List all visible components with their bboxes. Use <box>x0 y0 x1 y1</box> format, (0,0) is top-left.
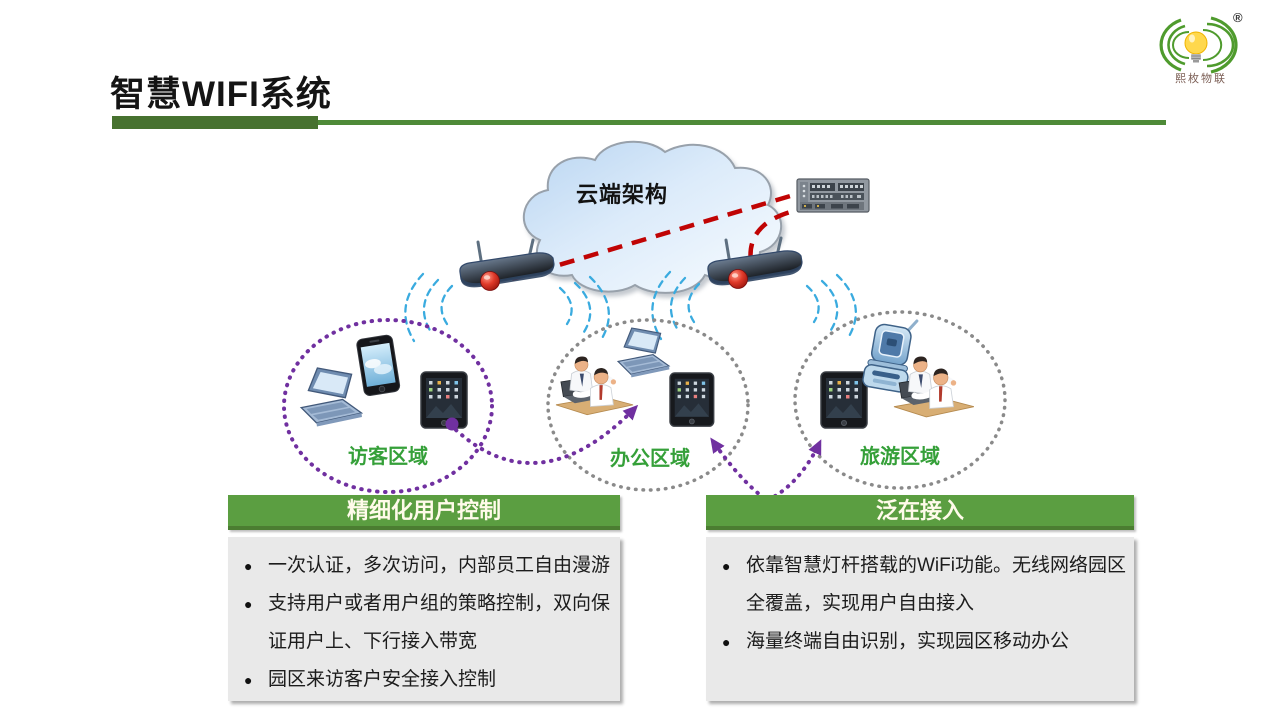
logo-brand-text: 熙枚物联 <box>1175 73 1227 85</box>
zone-label-guest: 访客区域 <box>348 446 428 468</box>
registered-trademark: ® <box>1233 10 1243 25</box>
guest-zone-circle <box>282 318 494 494</box>
bullet-list: 一次认证，多次访问，内部员工自由漫游 支持用户或者用户组的策略控制，双向保证用户… <box>244 547 612 699</box>
panel-header: 泛在接入 <box>706 495 1134 530</box>
panel-header: 精细化用户控制 <box>228 495 620 530</box>
bullet-item: 海量终端自由识别，实现园区移动办公 <box>722 623 1126 661</box>
company-logo <box>1143 6 1253 92</box>
roaming-arrow-to-office-tablet <box>710 437 766 500</box>
bullet-item: 支持用户或者用户组的策略控制，双向保证用户上、下行接入带宽 <box>244 585 612 661</box>
bullet-item: 一次认证，多次访问，内部员工自由漫游 <box>244 547 612 585</box>
smartphone-icon <box>355 333 401 397</box>
panel-user-control: 精细化用户控制 一次认证，多次访问，内部员工自由漫游 支持用户或者用户组的策略控… <box>228 495 620 701</box>
zone-label-travel: 旅游区域 <box>860 446 940 468</box>
lightbulb-arcs-icon <box>1159 16 1238 74</box>
laptop-icon <box>300 367 363 428</box>
bullet-list: 依靠智慧灯杆搭载的WiFi功能。无线网络园区全覆盖，实现用户自由接入 海量终端自… <box>722 547 1126 661</box>
tablet-icon <box>420 371 468 429</box>
panel-ubiquitous-access: 泛在接入 依靠智慧灯杆搭载的WiFi功能。无线网络园区全覆盖，实现用户自由接入 … <box>706 495 1134 701</box>
zone-label-office: 办公区域 <box>610 448 690 470</box>
cloud-label: 云端架构 <box>576 182 669 207</box>
title-underline-bar <box>112 116 318 129</box>
bullet-item: 园区来访客户安全接入控制 <box>244 661 612 699</box>
panel-body: 一次认证，多次访问，内部员工自由漫游 支持用户或者用户组的策略控制，双向保证用户… <box>228 537 620 701</box>
bullet-item: 依靠智慧灯杆搭载的WiFi功能。无线网络园区全覆盖，实现用户自由接入 <box>722 547 1126 623</box>
switch-icon <box>796 178 870 213</box>
tablet-icon <box>820 371 868 429</box>
laptop-icon <box>617 327 670 378</box>
office-zone-circle <box>546 318 750 492</box>
roaming-arrow-guest-to-office <box>454 404 639 466</box>
roaming-start-dot <box>445 417 459 431</box>
travel-zone-circle <box>793 310 1007 490</box>
roaming-arrow-to-travel-tablet <box>766 439 822 502</box>
wifi-signal-icon <box>404 270 857 343</box>
tablet-icon <box>669 372 715 427</box>
title-underline-line <box>318 120 1166 125</box>
page-title: 智慧WIFI系统 <box>110 75 332 114</box>
panel-body: 依靠智慧灯杆搭载的WiFi功能。无线网络园区全覆盖，实现用户自由接入 海量终端自… <box>706 537 1134 701</box>
